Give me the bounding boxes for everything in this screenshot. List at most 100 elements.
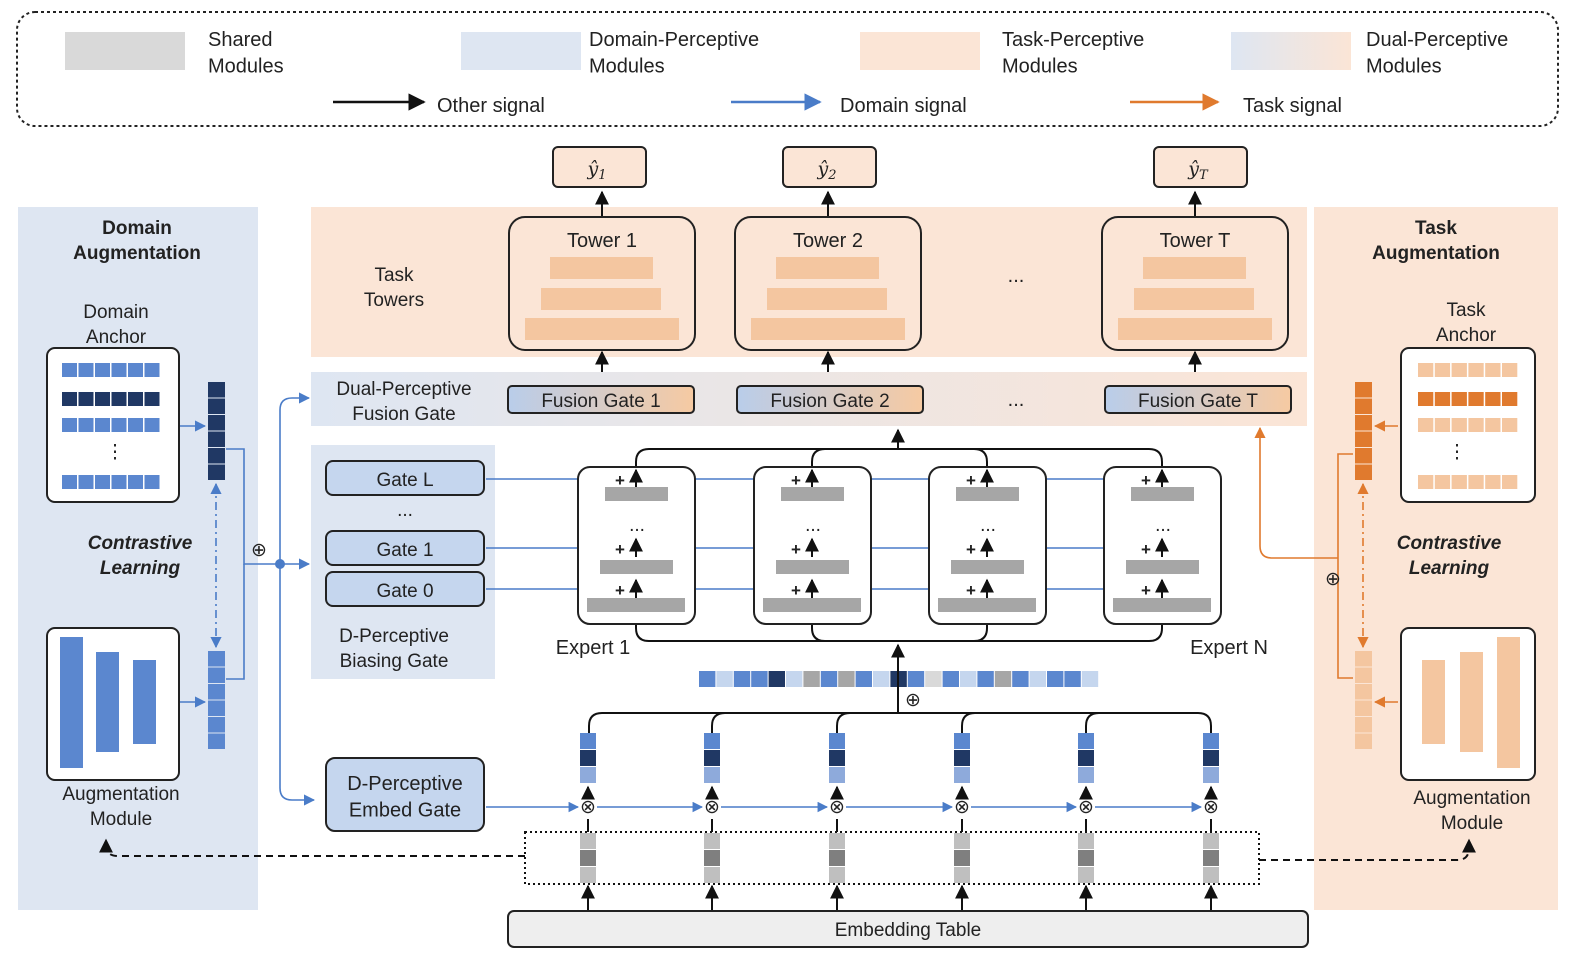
tower-label: Tower 1 — [567, 230, 637, 252]
anchor-cell — [62, 475, 77, 489]
fusion-gate-box[interactable] — [736, 385, 924, 414]
anchor-cell — [1434, 392, 1451, 406]
strip-cell — [699, 671, 716, 687]
experts-bottom-bus — [635, 624, 1163, 642]
tower-layer-2 — [541, 288, 661, 310]
vector-cell — [1355, 651, 1372, 667]
legend-other-label: Other signal — [437, 95, 545, 117]
embed-bus — [588, 712, 1212, 733]
tower-box[interactable] — [734, 216, 922, 351]
anchor-cell — [128, 363, 143, 377]
tower-3: Tower T — [1101, 190, 1289, 372]
col-upper-cell — [704, 750, 720, 766]
domain-aug-bar-3 — [133, 660, 156, 744]
text-line: Task-Perceptive — [1002, 29, 1144, 51]
col-upper-cell — [580, 733, 596, 749]
col-upper-cell — [580, 767, 596, 783]
anchor-cell — [1468, 392, 1484, 406]
anchor-cell — [1434, 475, 1451, 489]
text-line: Dual-Perceptive — [1366, 29, 1508, 51]
col-upper-cell — [1078, 767, 1094, 783]
domain-signal-paths: ⊕ — [226, 392, 316, 806]
tower-label: Tower T — [1160, 230, 1231, 252]
legend-domain-signal-label: Domain signal — [840, 95, 967, 117]
expert-layer-bar — [605, 487, 668, 501]
expert-layer-bar — [1126, 560, 1199, 574]
strip-cell — [716, 671, 733, 687]
anchor-cell — [144, 363, 160, 377]
fusion-gate-box[interactable] — [507, 385, 695, 414]
text-line: Module — [1441, 813, 1503, 834]
expert-plus: + — [791, 581, 801, 600]
task-anchor-box — [1400, 347, 1536, 503]
bias-gate-box[interactable] — [325, 571, 485, 607]
anchor-cell — [78, 418, 94, 432]
strip-cell — [855, 671, 872, 687]
anchor-cell — [128, 418, 143, 432]
text-line: Augmentation — [1372, 243, 1500, 264]
expert-plus: + — [615, 540, 625, 559]
anchor-cell — [1468, 363, 1484, 377]
col-otimes: ⊗ — [1078, 797, 1094, 818]
strip-cell — [925, 671, 942, 687]
anchor-cell — [111, 475, 127, 489]
fusion-gate-label: Fusion Gate T — [1138, 391, 1258, 412]
col-lower-cell — [829, 833, 845, 849]
domain-to-fusion-arrow — [279, 392, 311, 564]
strip-cell — [1064, 671, 1081, 687]
fusion-gate-box[interactable] — [1104, 385, 1292, 414]
task-bot-vector-out — [1337, 558, 1353, 679]
expert-3: +++... — [928, 466, 1047, 625]
anchor-cell — [1468, 418, 1484, 432]
bias-gate-box[interactable] — [325, 530, 485, 566]
embedding-column-3: ⊗ — [829, 733, 954, 910]
expert-dots: ... — [629, 515, 645, 536]
task-aug-bar-2 — [1460, 652, 1483, 752]
text-line: Anchor — [86, 327, 147, 348]
expert-layer-bar — [776, 560, 849, 574]
tower-layer-1 — [550, 257, 653, 279]
embedding-to-task-module — [1259, 838, 1476, 861]
vector-cell — [1355, 717, 1372, 733]
vector-cell — [208, 431, 225, 447]
embed-gate-box[interactable] — [325, 757, 485, 832]
col-upper-cell — [1078, 750, 1094, 766]
col-lower-cell — [954, 833, 970, 849]
output-symbol: ŷ — [586, 158, 598, 180]
text-line: Fusion Gate — [352, 404, 456, 425]
anchor-cell — [1451, 475, 1467, 489]
anchor-cell — [1418, 418, 1434, 432]
vector-cell — [208, 398, 225, 414]
task-aug-bar-3 — [1497, 637, 1520, 768]
col-otimes: ⊗ — [704, 797, 720, 818]
expert-dots: ... — [1155, 515, 1171, 536]
bias-gate-box[interactable] — [325, 460, 485, 496]
anchor-cell — [95, 363, 110, 377]
task-aug-vector — [1355, 651, 1372, 749]
anchor-cell — [1434, 363, 1451, 377]
embedding-column-4: ⊗ — [954, 733, 1078, 910]
strip-cell — [942, 671, 959, 687]
embedding-table-box[interactable] — [507, 910, 1309, 948]
text-line: Domain — [102, 218, 172, 239]
tower-box[interactable] — [1101, 216, 1289, 351]
legend-swatch-dual — [1231, 32, 1351, 70]
output-3: ŷT — [1153, 146, 1248, 188]
text-line: Modules — [1002, 55, 1078, 77]
text-line: Modules — [1366, 55, 1442, 77]
col-upper-cell — [1203, 750, 1219, 766]
col-upper-cell — [954, 750, 970, 766]
tower-1: Tower 1 — [508, 190, 696, 372]
expert-layer-bar — [1113, 598, 1211, 612]
vector-cell — [1355, 431, 1372, 447]
anchor-cell — [1485, 418, 1501, 432]
text-line: Contrastive — [88, 533, 193, 554]
text-line: Domain — [83, 302, 148, 323]
output-subscript: 1 — [598, 168, 606, 183]
expert-plus: + — [966, 540, 976, 559]
tower-box[interactable] — [508, 216, 696, 351]
text-line: Learning — [1409, 558, 1490, 579]
